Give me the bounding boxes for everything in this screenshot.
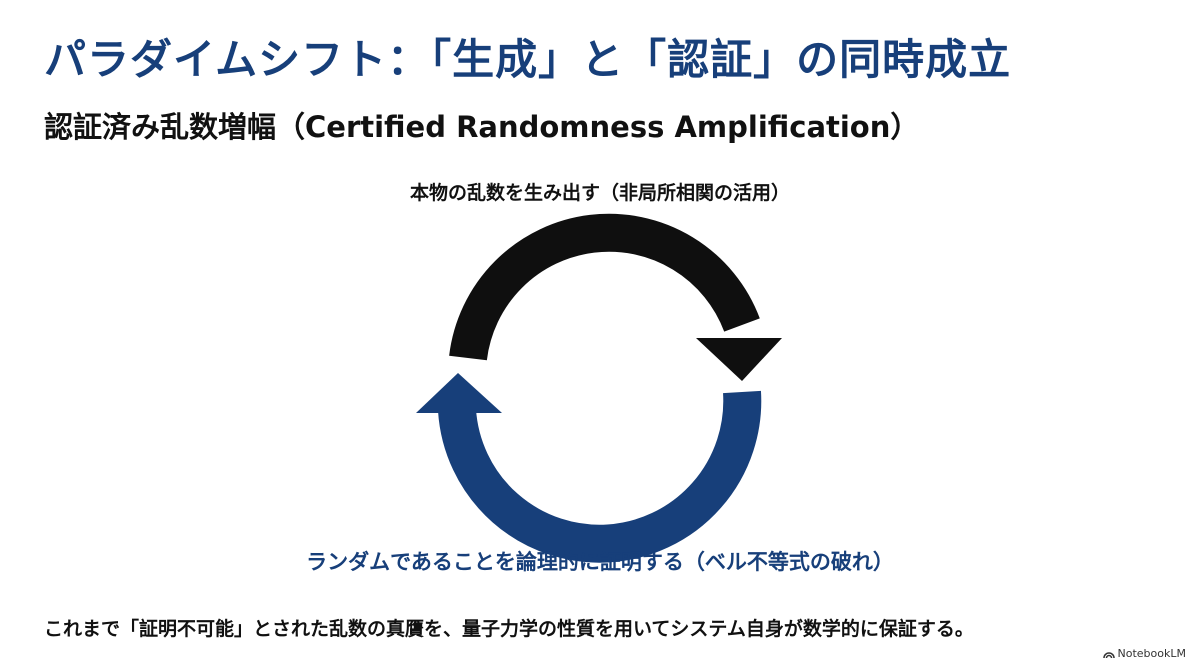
brand-watermark: NotebookLM bbox=[1102, 647, 1186, 660]
footer-summary: これまで「証明不可能」とされた乱数の真贋を、量子力学の性質を用いてシステム自身が… bbox=[44, 618, 974, 640]
lower-arrowhead bbox=[416, 373, 502, 413]
lower-arc bbox=[438, 390, 762, 563]
slide-title: パラダイムシフト：「生成」と「認証」の同時成立 bbox=[44, 35, 1012, 84]
cycle-bottom-label: ランダムであることを論理的に証明する（ベル不等式の破れ） bbox=[306, 550, 894, 574]
upper-arc bbox=[449, 213, 760, 361]
notebooklm-logo-icon bbox=[1102, 651, 1115, 658]
slide-subtitle: 認証済み乱数増幅（Certified Randomness Amplificat… bbox=[44, 110, 920, 144]
brand-label: NotebookLM bbox=[1117, 647, 1186, 660]
upper-arrowhead bbox=[696, 338, 782, 381]
cycle-top-label: 本物の乱数を生み出す（非局所相関の活用） bbox=[409, 182, 790, 204]
